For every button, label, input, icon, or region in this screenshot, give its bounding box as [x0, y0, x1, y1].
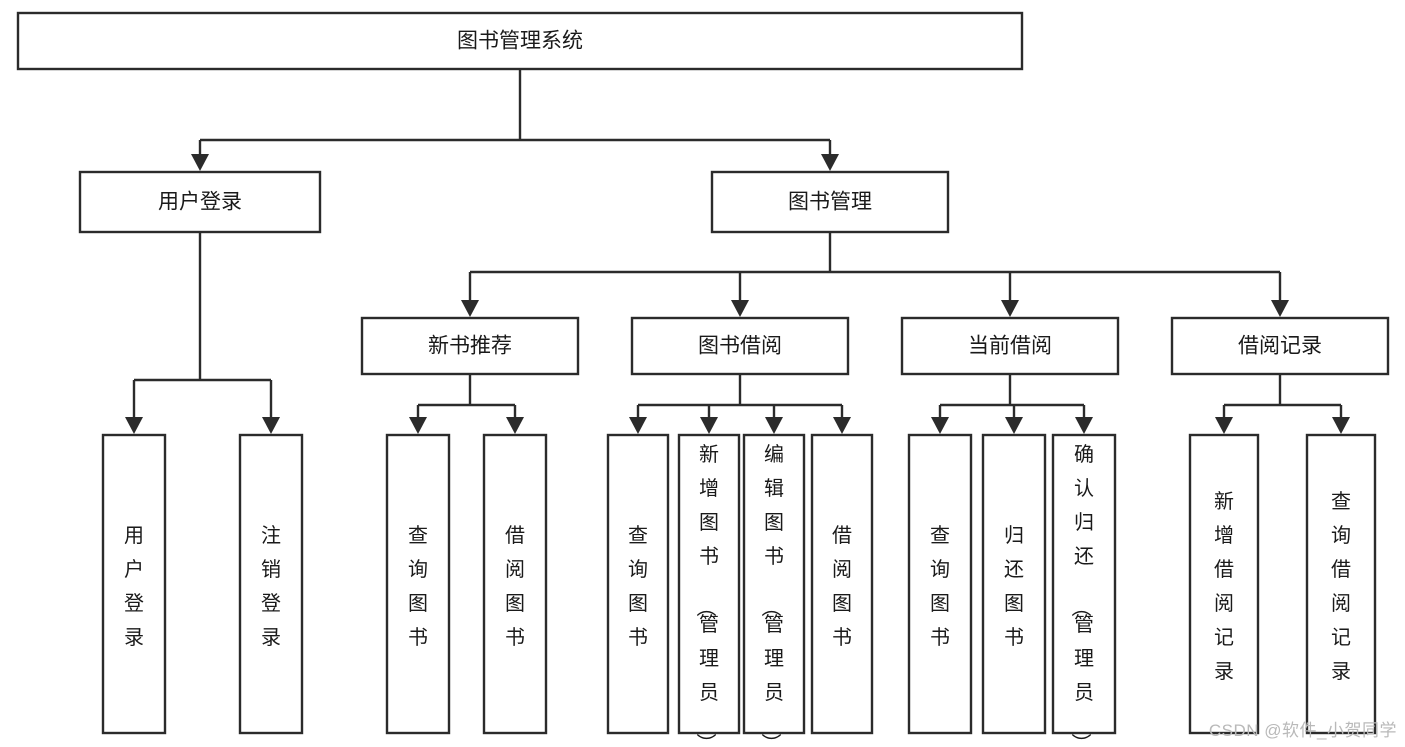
node-box[interactable] — [742, 433, 806, 735]
node-l2-book-borrow[interactable]: 图书借阅 — [630, 316, 850, 376]
node-box[interactable] — [78, 170, 322, 234]
arrowhead-icon — [765, 417, 783, 434]
node-box[interactable] — [981, 433, 1047, 735]
node-label: 用户登录 — [158, 191, 242, 214]
node-box[interactable] — [900, 316, 1120, 376]
node-label: 新增图书（管理员） — [694, 443, 719, 747]
node-box[interactable] — [907, 433, 973, 735]
arrowhead-icon — [125, 417, 143, 434]
arrowhead-icon — [833, 417, 851, 434]
arrowhead-icon — [262, 417, 280, 434]
node-label: 当前借阅 — [968, 335, 1052, 358]
arrowhead-icon — [1332, 417, 1350, 434]
node-label: 查询图书 — [408, 524, 428, 649]
arrowhead-icon — [461, 300, 479, 317]
node-leaf-leaf-confirm-return[interactable]: 确认归还（管理员） — [1051, 433, 1117, 747]
node-leaf-leaf-add-book[interactable]: 新增图书（管理员） — [677, 433, 741, 747]
node-box[interactable] — [1188, 433, 1260, 735]
node-leaf-leaf-user-logout[interactable]: 注销登录 — [238, 433, 304, 735]
node-box[interactable] — [606, 433, 670, 735]
node-label: 确认归还（管理员） — [1069, 443, 1094, 747]
node-label: 新增借阅记录 — [1214, 490, 1234, 683]
arrowhead-icon — [191, 154, 209, 171]
node-box[interactable] — [1051, 433, 1117, 735]
node-label: 图书管理 — [788, 191, 872, 214]
node-label: 查询图书 — [930, 524, 950, 649]
node-label: 图书管理系统 — [457, 30, 583, 53]
node-label: 查询借阅记录 — [1331, 490, 1351, 683]
arrowhead-icon — [931, 417, 949, 434]
arrowhead-icon — [821, 154, 839, 171]
node-leaf-leaf-query-book-bor[interactable]: 查询图书 — [606, 433, 670, 735]
node-box[interactable] — [677, 433, 741, 735]
node-leaf-leaf-query-book-rec[interactable]: 查询图书 — [385, 433, 451, 735]
node-leaf-leaf-return-book[interactable]: 归还图书 — [981, 433, 1047, 735]
node-box[interactable] — [1305, 433, 1377, 735]
node-label: 归还图书 — [1004, 524, 1024, 649]
arrowhead-icon — [506, 417, 524, 434]
node-box[interactable] — [385, 433, 451, 735]
node-label: 注销登录 — [261, 524, 281, 649]
node-l1-user-login[interactable]: 用户登录 — [78, 170, 322, 234]
node-box[interactable] — [360, 316, 580, 376]
node-box[interactable] — [1170, 316, 1390, 376]
node-root-system[interactable]: 图书管理系统 — [16, 11, 1024, 71]
node-leaf-leaf-user-login[interactable]: 用户登录 — [101, 433, 167, 735]
node-label: 查询图书 — [628, 524, 648, 649]
arrowhead-icon — [409, 417, 427, 434]
node-leaf-leaf-edit-book[interactable]: 编辑图书（管理员） — [742, 433, 806, 747]
node-leaf-leaf-borrow-book-bor[interactable]: 借阅图书 — [810, 433, 874, 735]
node-box[interactable] — [630, 316, 850, 376]
node-box[interactable] — [710, 170, 950, 234]
arrowhead-icon — [731, 300, 749, 317]
node-label: 借阅图书 — [832, 524, 852, 649]
node-box[interactable] — [482, 433, 548, 735]
node-box[interactable] — [101, 433, 167, 735]
arrowhead-icon — [700, 417, 718, 434]
node-box[interactable] — [810, 433, 874, 735]
node-leaf-leaf-query-book-cur[interactable]: 查询图书 — [907, 433, 973, 735]
node-label: 用户登录 — [124, 525, 144, 649]
node-label: 图书借阅 — [698, 335, 782, 358]
node-label: 编辑图书（管理员） — [759, 443, 784, 747]
arrowhead-icon — [1215, 417, 1233, 434]
arrowhead-icon — [1075, 417, 1093, 434]
edges-layer — [125, 69, 1350, 434]
node-label: 借阅记录 — [1238, 335, 1322, 358]
arrowhead-icon — [1001, 300, 1019, 317]
nodes-layer: 图书管理系统用户登录图书管理新书推荐图书借阅当前借阅借阅记录用户登录注销登录查询… — [16, 11, 1390, 747]
watermark-text: CSDN @软件_小贺同学 — [1208, 721, 1397, 740]
node-leaf-leaf-borrow-book-rec[interactable]: 借阅图书 — [482, 433, 548, 735]
node-box[interactable] — [238, 433, 304, 735]
node-label: 新书推荐 — [428, 335, 512, 358]
node-l2-current-borrow[interactable]: 当前借阅 — [900, 316, 1120, 376]
node-l2-new-book-rec[interactable]: 新书推荐 — [360, 316, 580, 376]
node-l1-book-manage[interactable]: 图书管理 — [710, 170, 950, 234]
arrowhead-icon — [1271, 300, 1289, 317]
arrowhead-icon — [1005, 417, 1023, 434]
node-box[interactable] — [16, 11, 1024, 71]
node-label: 借阅图书 — [505, 524, 525, 649]
node-leaf-leaf-query-record[interactable]: 查询借阅记录 — [1305, 433, 1377, 735]
arrowhead-icon — [629, 417, 647, 434]
node-leaf-leaf-add-record[interactable]: 新增借阅记录 — [1188, 433, 1260, 735]
node-l2-borrow-record[interactable]: 借阅记录 — [1170, 316, 1390, 376]
